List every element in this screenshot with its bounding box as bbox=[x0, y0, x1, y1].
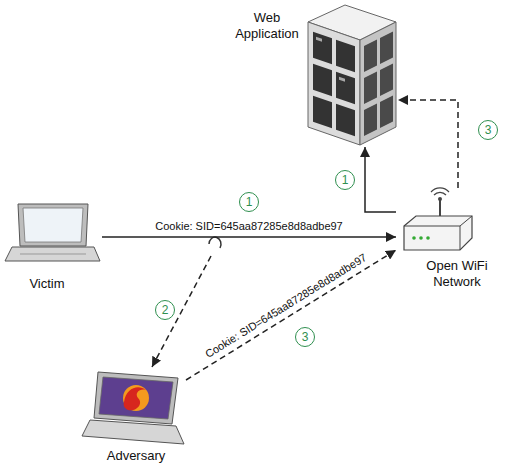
node-label: Adversary bbox=[86, 448, 186, 464]
callout-number: 2 bbox=[155, 300, 175, 320]
request-arrow bbox=[102, 236, 396, 238]
network-node: Victim bbox=[2, 200, 102, 266]
network-node: Web Application bbox=[306, 2, 398, 147]
node-label: Open WiFi Network bbox=[413, 258, 501, 290]
callout-number: 1 bbox=[239, 192, 259, 212]
node-label: Web Application bbox=[231, 10, 303, 42]
network-node: Open WiFi Network bbox=[396, 188, 476, 256]
network-node: Adversary bbox=[78, 370, 186, 448]
cookie-label: Cookie: SID=645aa87285e8d8adbe97 bbox=[153, 220, 344, 233]
replay-arrow bbox=[186, 250, 396, 380]
wifi-router bbox=[404, 188, 472, 250]
node-label: Victim bbox=[2, 276, 92, 292]
callout-number: 1 bbox=[335, 170, 355, 190]
replay-arrow bbox=[398, 100, 458, 188]
server-icon bbox=[308, 5, 396, 145]
callout-number: 3 bbox=[478, 120, 498, 140]
victim-laptop bbox=[5, 204, 100, 261]
request-arrow bbox=[365, 147, 396, 212]
callout-number: 3 bbox=[295, 327, 315, 347]
ear-symbol bbox=[209, 237, 221, 248]
adversary-laptop bbox=[82, 372, 184, 444]
cookie-label: Cookie: SID=645aa87285e8d8adbe97 bbox=[201, 251, 371, 363]
